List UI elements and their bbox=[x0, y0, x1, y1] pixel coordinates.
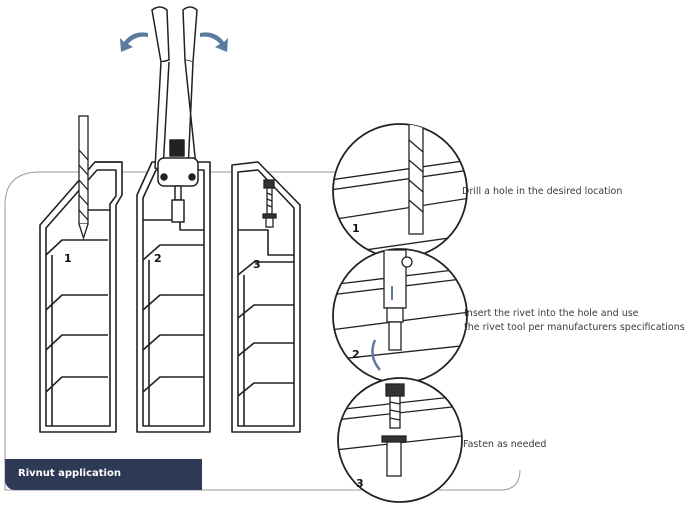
step-1-text: Drill a hole in the desired location bbox=[462, 186, 623, 197]
rivnut-detail-icon bbox=[381, 435, 407, 477]
profile-1 bbox=[39, 161, 123, 433]
profile-2-number: 2 bbox=[154, 252, 162, 265]
rivnut-application-banner: Rivnut application bbox=[5, 459, 202, 490]
profile-2 bbox=[136, 161, 211, 433]
step-2-text-line-2: the rivet tool per manufacturers specifi… bbox=[464, 322, 685, 333]
rotation-arrow-icon bbox=[120, 32, 228, 52]
step-3-text: Fasten as needed bbox=[463, 439, 547, 450]
banner-label: Rivnut application bbox=[18, 468, 121, 479]
profile-3 bbox=[231, 161, 301, 433]
profile-3-number: 3 bbox=[253, 258, 261, 271]
callout-lines bbox=[300, 171, 521, 491]
detail-2-number: 2 bbox=[352, 348, 360, 361]
drill-bit-detail-icon bbox=[408, 124, 424, 235]
detail-3-number: 3 bbox=[356, 477, 364, 490]
profile-1-number: 1 bbox=[64, 252, 72, 265]
bolt-icon bbox=[262, 179, 277, 228]
drill-bit-icon bbox=[78, 115, 89, 241]
detail-circle-1: 1 bbox=[332, 123, 468, 259]
detail-1-number: 1 bbox=[352, 222, 360, 235]
step-2-text-line-1: Insert the rivet into the hole and use bbox=[464, 308, 639, 319]
detail-circle-2: 2 bbox=[332, 248, 468, 384]
detail-circle-3: 3 bbox=[337, 377, 463, 503]
bolt-detail-icon bbox=[385, 383, 405, 429]
rivet-nose-detail-icon bbox=[383, 249, 407, 351]
rivet-tool-icon bbox=[151, 6, 199, 223]
